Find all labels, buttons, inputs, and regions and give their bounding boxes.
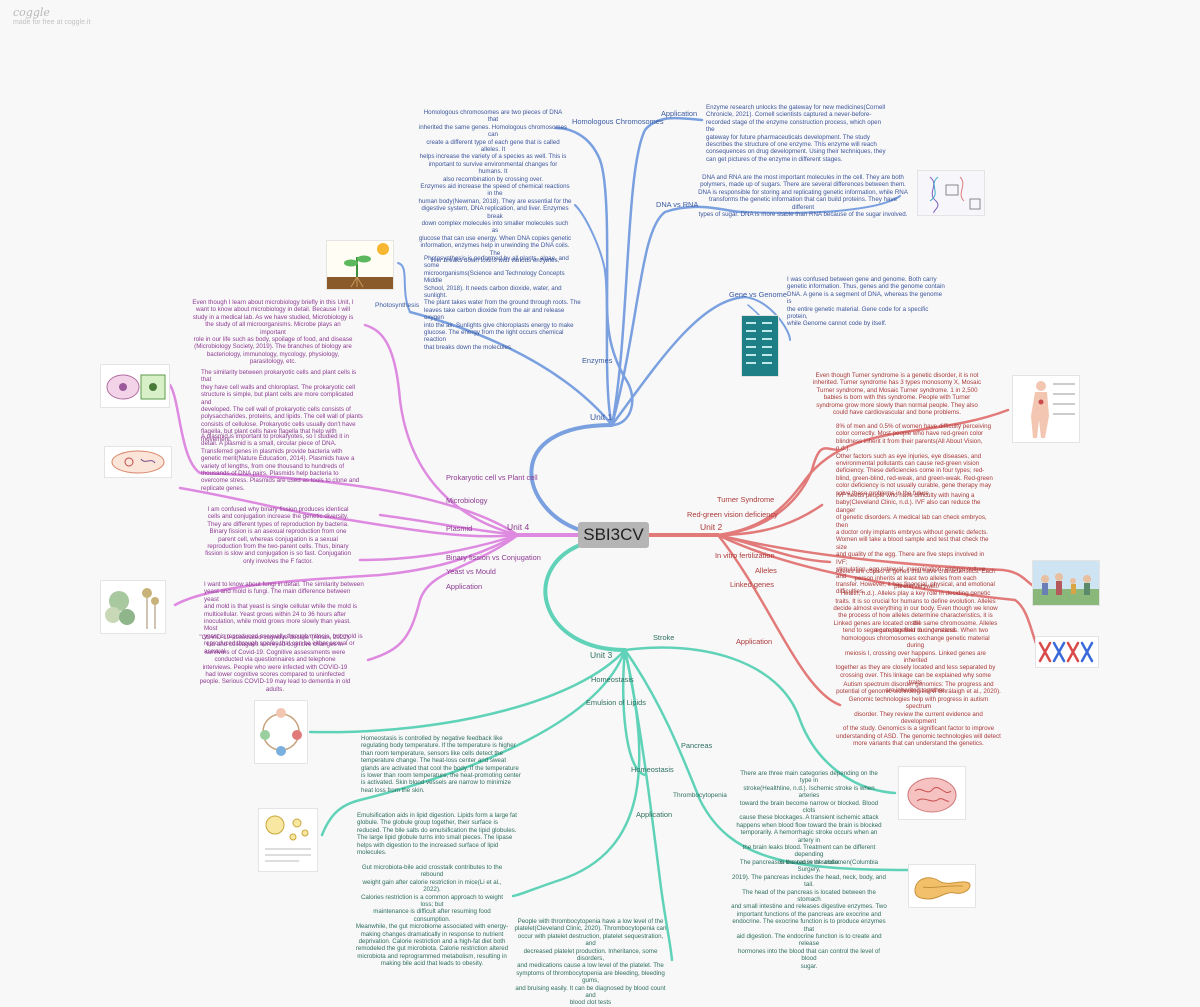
plant-animal-cell-image[interactable] (100, 364, 170, 408)
note-dna-vs-rna[interactable]: DNA and RNA are the most important molec… (698, 174, 908, 219)
note-emulsion-of-lipids[interactable]: Emulsification aids in lipid digestion. … (357, 812, 517, 857)
note-plasmid[interactable]: A plasmid is important to prokaryotes, s… (201, 433, 360, 492)
note-unit4-application[interactable]: "COVID-19-associated cognitive decline"(… (199, 634, 351, 693)
label-turner-syndrome[interactable]: Turner Syndrome (717, 495, 775, 504)
unit-4-node[interactable]: Unit 4 (507, 522, 530, 532)
note-prokaryotic-vs-plant[interactable]: The similarity between prokaryotic cells… (201, 369, 363, 443)
label-enzymes[interactable]: Enzymes (582, 356, 613, 365)
note-linked-genes[interactable]: Linked genes are located on the same chr… (833, 620, 998, 694)
note-unit2-application[interactable]: Autism spectrum disorder genomics: The p… (836, 681, 1001, 748)
label-yeast-vs-mould[interactable]: Yeast vs Mould (446, 567, 496, 576)
label-in-vitro-fertilization[interactable]: In vitro fertilization (715, 551, 775, 560)
note-yeast-vs-mould[interactable]: I want to know about fungi in detail. Th… (204, 581, 364, 655)
note-microbiology[interactable]: Even though I learn about microbiology b… (192, 299, 354, 366)
plant-photosynthesis-image[interactable] (326, 240, 394, 290)
label-unit2-application[interactable]: Application (736, 637, 773, 646)
label-gene-vs-genome[interactable]: Gene vs Genome (729, 290, 787, 299)
label-microbiology[interactable]: Microbiology (446, 496, 488, 505)
note-stroke[interactable]: There are three main categories dependin… (736, 770, 882, 866)
unit4-branches (168, 323, 580, 662)
label-homeostasis-a[interactable]: Homeostasis (591, 675, 634, 684)
note-photosynthesis[interactable]: Photosynthesis is performed by all plant… (424, 255, 581, 351)
lipid-emulsion-image[interactable] (258, 808, 318, 872)
label-prokaryotic-vs-plant[interactable]: Prokaryotic cell vs Plant cell (446, 473, 538, 482)
homeostasis-diagram-image[interactable] (254, 700, 308, 764)
dna-rna-image[interactable] (917, 170, 985, 216)
label-stroke[interactable]: Stroke (653, 633, 675, 642)
coggle-logo[interactable]: coggle (13, 6, 50, 19)
label-linked-genes[interactable]: Linked genes (730, 580, 774, 589)
label-binary-fission[interactable]: Binary fission vs Conjugation (446, 553, 541, 562)
gene-genome-image[interactable] (741, 315, 779, 377)
note-homeostasis[interactable]: Homeostasis is controlled by negative fe… (361, 735, 521, 794)
note-enzymes[interactable]: Enzymes aid increase the speed of chemic… (418, 183, 572, 265)
label-photosynthesis[interactable]: Photosynthesis (375, 302, 420, 309)
label-dna-vs-rna[interactable]: DNA vs RNA (656, 200, 699, 209)
note-red-green-vision[interactable]: 8% of men and 0.5% of women have difficu… (836, 423, 993, 497)
plasmid-image[interactable] (104, 446, 172, 478)
note-pancreas[interactable]: The pancreas is located in the abdomen(C… (731, 859, 887, 970)
label-unit1-application[interactable]: Application (661, 109, 698, 118)
unit2-branches (647, 408, 1042, 707)
note-binary-fission[interactable]: I am confused why binary fission produce… (205, 506, 351, 565)
note-unit3-application[interactable]: Gut microbiota-bile acid crosstalk contr… (355, 864, 509, 968)
note-alleles[interactable]: Alleles are copies of genes that have ch… (833, 568, 998, 635)
body-anatomy-image[interactable] (1012, 375, 1080, 443)
label-thrombocytopenia[interactable]: Thrombocytopenia (673, 792, 727, 799)
label-emulsion-of-lipids[interactable]: Emulsion of Lipids (586, 698, 646, 707)
label-pancreas[interactable]: Pancreas (681, 741, 713, 750)
family-alleles-image[interactable] (1032, 560, 1100, 606)
unit-3-node[interactable]: Unit 3 (590, 650, 613, 660)
label-plasmid[interactable]: Plasmid (446, 524, 473, 533)
pancreas-image[interactable] (908, 864, 976, 908)
unit-2-node[interactable]: Unit 2 (700, 522, 723, 532)
chromosomes-image[interactable] (1035, 636, 1099, 668)
note-thrombocytopenia[interactable]: People with thrombocytopenia have a low … (514, 918, 667, 1007)
label-unit3-application[interactable]: Application (636, 810, 673, 819)
label-red-green-vision[interactable]: Red-green vision deficiency (687, 510, 778, 519)
label-alleles[interactable]: Alleles (755, 566, 777, 575)
note-unit1-application[interactable]: Enzyme research unlocks the gateway for … (706, 104, 886, 163)
label-unit4-application[interactable]: Application (446, 582, 483, 591)
unit3-branches (308, 543, 912, 962)
stroke-brain-image[interactable] (898, 766, 966, 820)
note-homologous-chromosomes[interactable]: Homologous chromosomes are two pieces of… (418, 109, 568, 183)
note-in-vitro-fertilization[interactable]: IVF needs people who have difficulty wit… (836, 492, 995, 596)
made-with-coggle-link[interactable]: made for free at coggle.it (13, 19, 91, 26)
note-gene-vs-genome[interactable]: I was confused between gene and genome. … (787, 276, 945, 328)
label-homologous-chromosomes[interactable]: Homologous Chromosomes (572, 117, 664, 126)
unit1-branches (397, 116, 901, 532)
label-homeostasis-b[interactable]: Homeostasis (631, 765, 674, 774)
central-node[interactable]: SBI3CV (578, 522, 649, 548)
note-turner-syndrome[interactable]: Even though Turner syndrome is a genetic… (812, 372, 982, 417)
unit-1-node[interactable]: Unit 1 (590, 412, 613, 422)
mould-image[interactable] (100, 580, 166, 634)
